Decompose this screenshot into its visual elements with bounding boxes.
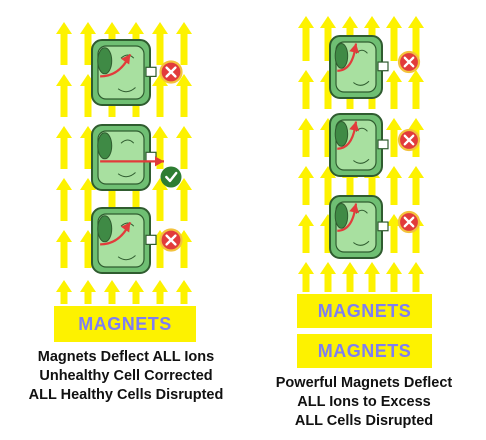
field-arrow-right-0-3 [298, 118, 314, 157]
field-arrow-left-1-5 [80, 22, 96, 65]
left-caption: Magnets Deflect ALL Ions Unhealthy Cell … [10, 348, 242, 405]
right-caption: Powerful Magnets Deflect ALL Ions to Exc… [248, 374, 480, 431]
field-arrow-right-4-5 [386, 16, 402, 61]
right-caption-line-1: Powerful Magnets Deflect [275, 375, 453, 391]
right-ion-path-2-head [349, 121, 360, 132]
right-cell-3 [329, 195, 389, 259]
field-arrow-right-4-0 [386, 262, 402, 292]
field-arrow-left-5-5 [176, 22, 192, 65]
field-arrow-left-4-0 [152, 280, 168, 304]
field-arrow-left-0-2 [56, 178, 72, 221]
field-arrow-left-0-0 [56, 280, 72, 304]
left-ion-path-2-head [155, 156, 164, 167]
field-arrow-left-5-4 [176, 74, 192, 117]
right-magnet-bar-bottom: MAGNETS [297, 334, 432, 368]
left-cell-2 [91, 124, 157, 191]
field-arrow-right-4-3 [386, 118, 402, 157]
left-cell-2-check-icon [160, 166, 182, 188]
field-arrow-right-2-0 [342, 262, 358, 292]
field-arrow-left-5-0 [176, 280, 192, 304]
field-arrow-right-1-0 [320, 262, 336, 292]
field-arrow-right-4-2 [386, 166, 402, 205]
right-caption-line-2: ALL Ions to Excess [297, 394, 431, 410]
field-arrow-left-0-1 [56, 230, 72, 268]
left-caption-line-2: Unhealthy Cell Corrected [39, 368, 213, 384]
field-arrow-left-0-5 [56, 22, 72, 65]
right-cell-2-x-icon [397, 128, 421, 152]
left-cell-1 [91, 39, 157, 106]
field-arrow-right-5-4 [408, 70, 424, 109]
left-magnet-bar: MAGNETS [54, 306, 196, 342]
field-arrow-left-4-4 [152, 74, 168, 117]
field-arrow-left-2-0 [104, 280, 120, 304]
field-arrow-right-5-0 [408, 262, 424, 292]
field-arrow-right-4-4 [386, 70, 402, 109]
field-arrow-left-5-2 [176, 178, 192, 221]
field-arrow-right-0-2 [298, 166, 314, 205]
left-cell-3-x-icon [159, 228, 183, 252]
field-arrow-left-1-0 [80, 280, 96, 304]
right-magnet-bar-top: MAGNETS [297, 294, 432, 328]
right-cell-1 [329, 35, 389, 99]
right-ion-path-1-head [349, 43, 360, 54]
field-arrow-right-0-0 [298, 262, 314, 292]
field-arrow-right-5-5 [408, 16, 424, 61]
field-arrow-left-1-2 [80, 178, 96, 221]
field-arrow-right-4-1 [386, 214, 402, 253]
left-caption-line-1: Magnets Deflect ALL Ions [37, 349, 215, 365]
left-ion-path-1-head [121, 54, 131, 65]
left-ion-path-3-head [121, 222, 131, 233]
field-arrow-left-4-2 [152, 178, 168, 221]
left-cell-3 [91, 207, 157, 274]
field-arrow-right-0-1 [298, 214, 314, 253]
right-cell-2 [329, 113, 389, 177]
field-arrow-left-0-4 [56, 74, 72, 117]
field-arrow-right-0-5 [298, 16, 314, 61]
field-arrow-right-1-2 [320, 166, 336, 205]
field-arrow-left-4-3 [152, 126, 168, 169]
field-arrow-left-3-0 [128, 280, 144, 304]
right-cell-3-x-icon [397, 210, 421, 234]
field-arrow-right-0-4 [298, 70, 314, 109]
right-caption-line-3: ALL Cells Disrupted [294, 413, 434, 429]
right-ion-path-3-head [349, 203, 360, 214]
field-arrow-right-3-0 [364, 262, 380, 292]
field-arrow-right-5-2 [408, 166, 424, 205]
field-arrow-left-5-3 [176, 126, 192, 169]
right-cell-1-x-icon [397, 50, 421, 74]
field-arrow-left-4-5 [152, 22, 168, 65]
field-arrow-right-1-5 [320, 16, 336, 61]
left-cell-1-x-icon [159, 60, 183, 84]
field-arrow-left-0-3 [56, 126, 72, 169]
left-caption-line-3: ALL Healthy Cells Disrupted [28, 387, 224, 403]
